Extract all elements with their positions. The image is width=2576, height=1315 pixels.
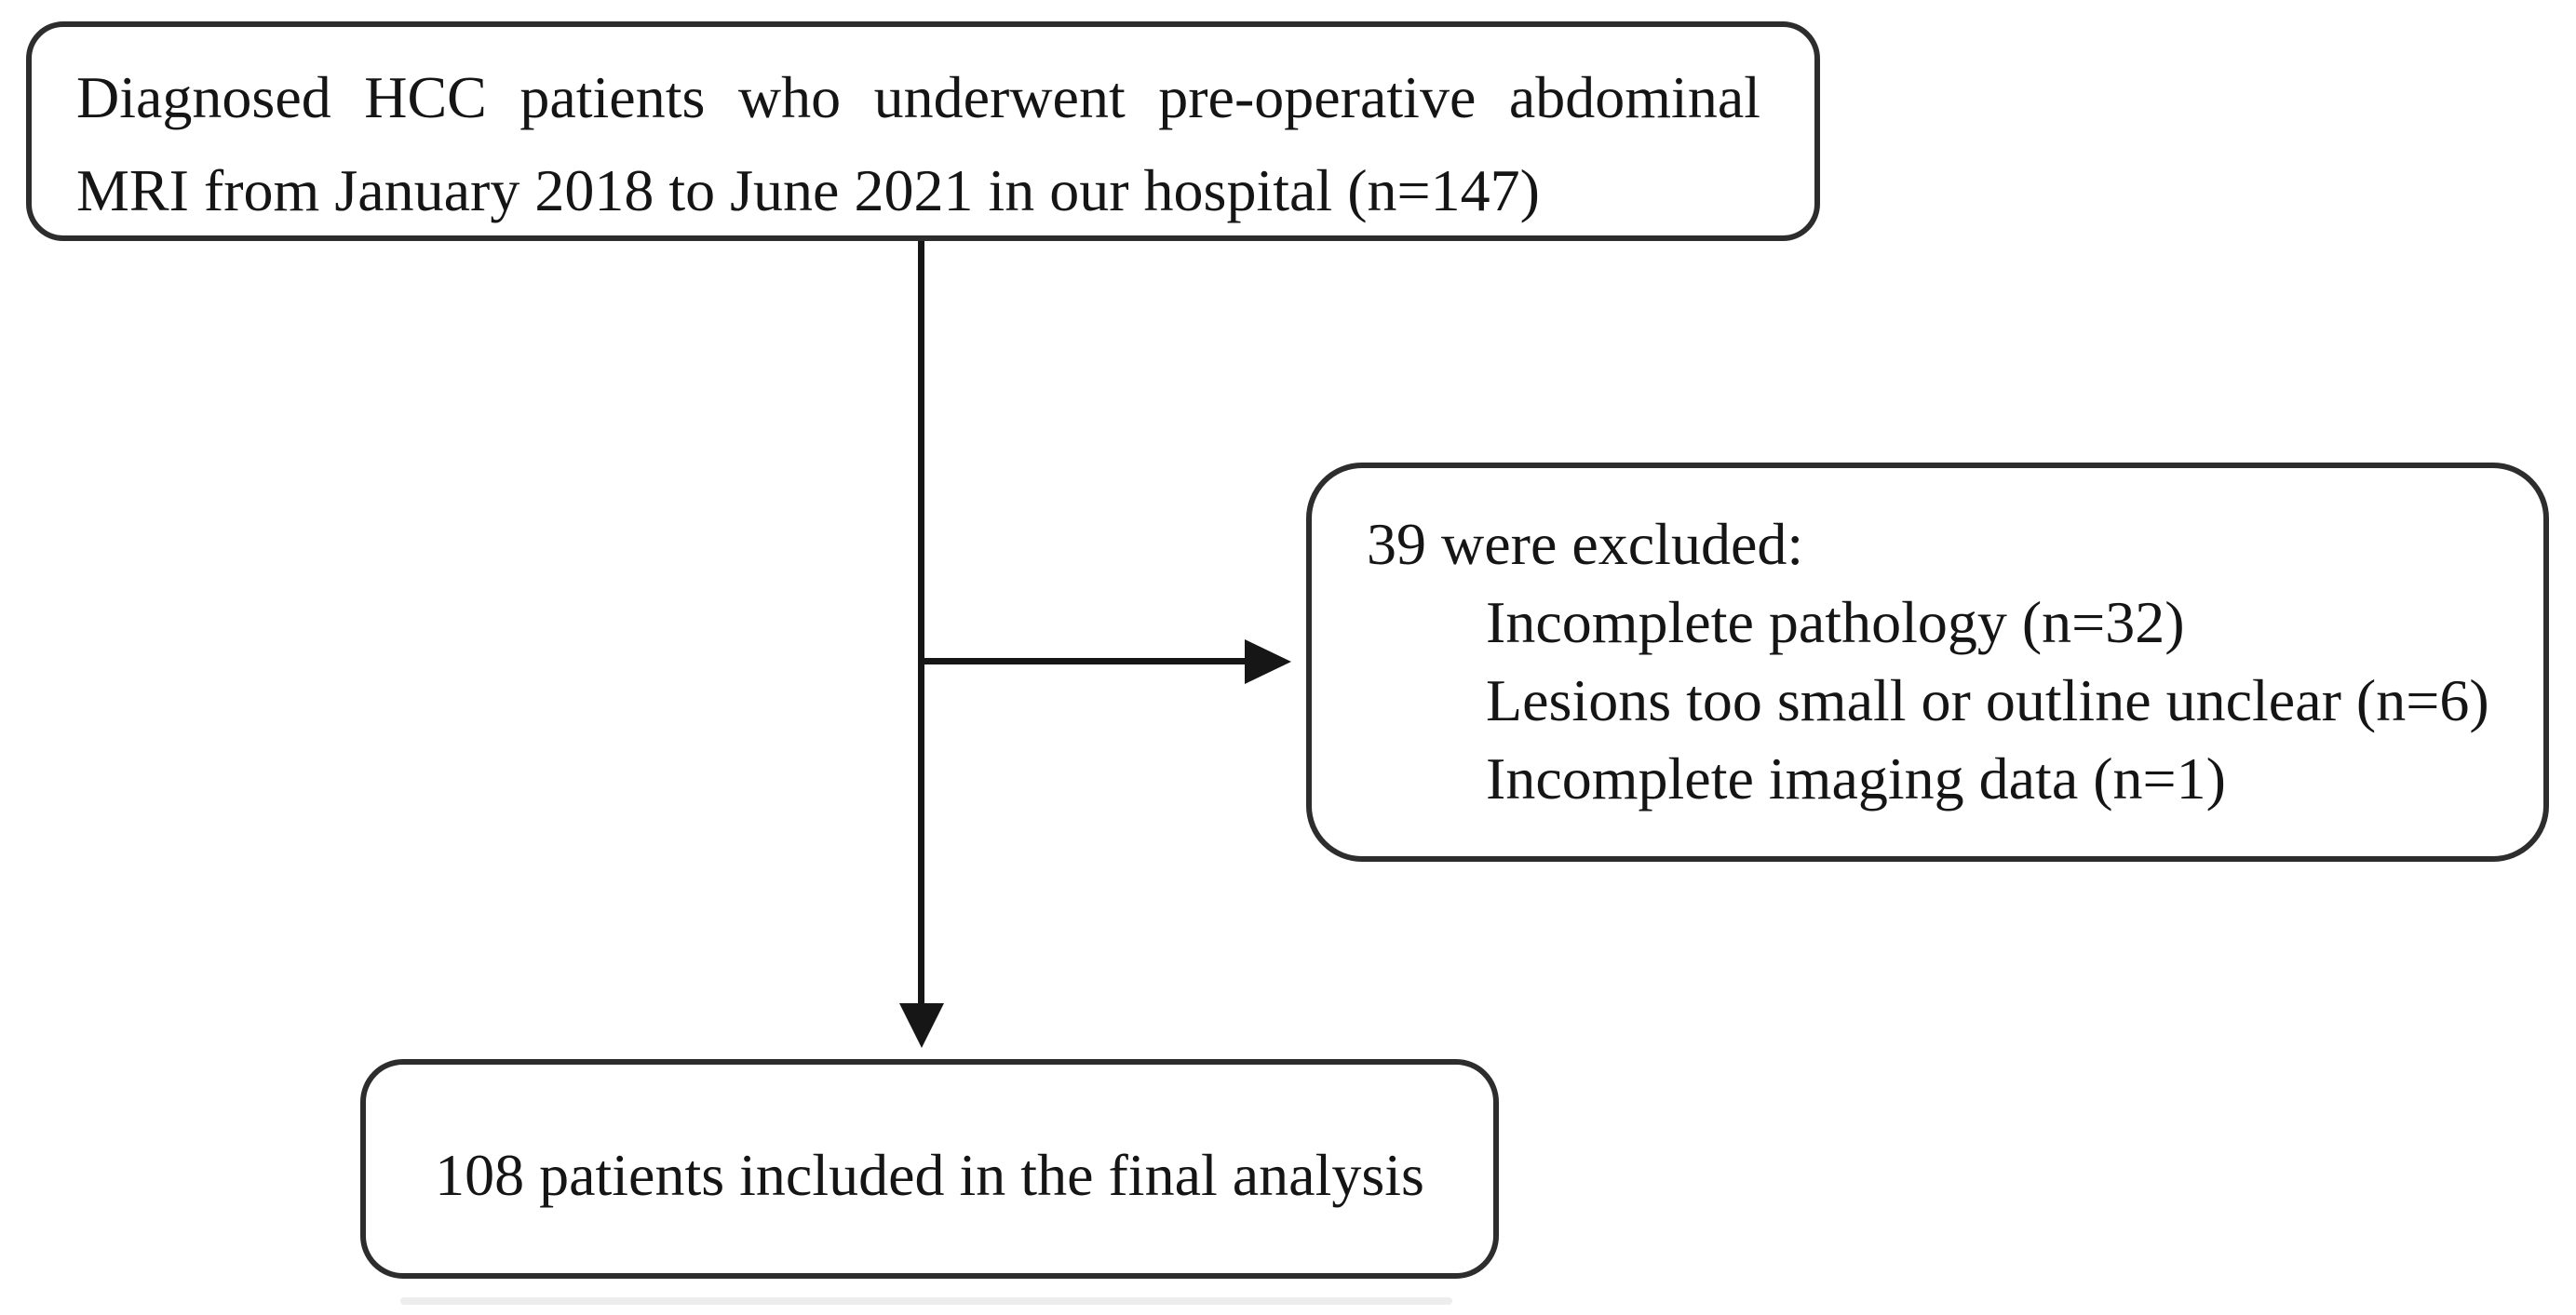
arrow-down-icon <box>899 1003 944 1048</box>
exclusion-header: 39 were excluded: <box>1367 511 1804 577</box>
initial-cohort-line1: Diagnosed HCC patients who underwent pre… <box>76 64 1760 130</box>
final-cohort-box: 108 patients included in the final analy… <box>360 1059 1499 1279</box>
initial-cohort-box: Diagnosed HCC patients who underwent pre… <box>26 21 1820 241</box>
scan-shadow-artifact <box>400 1297 1452 1305</box>
final-cohort-text: 108 patients included in the final analy… <box>435 1142 1424 1208</box>
initial-cohort-line2: MRI from January 2018 to June 2021 in ou… <box>76 157 1540 223</box>
exclusion-item-lesions: Lesions too small or outline unclear (n=… <box>1486 667 2489 733</box>
exclusion-item-imaging: Incomplete imaging data (n=1) <box>1486 745 2226 812</box>
exclusion-item-pathology: Incomplete pathology (n=32) <box>1486 589 2185 655</box>
exclusion-branch-line <box>921 658 1245 664</box>
arrow-right-icon <box>1245 639 1291 684</box>
vertical-flow-line <box>918 238 924 1007</box>
exclusion-box: 39 were excluded: Incomplete pathology (… <box>1306 463 2549 862</box>
